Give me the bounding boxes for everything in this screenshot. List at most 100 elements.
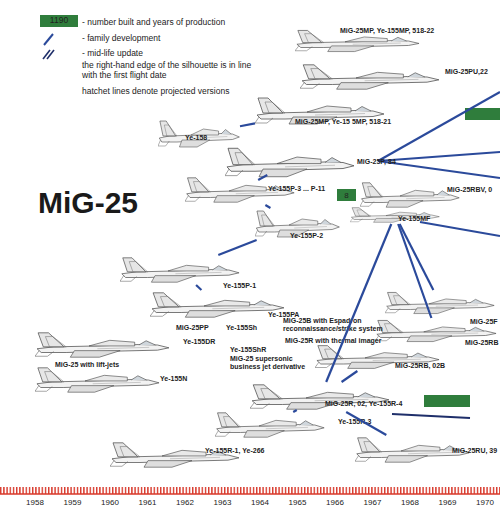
connector-group	[326, 224, 391, 382]
year-label: 1967	[358, 498, 388, 507]
variant-label: Ye-155N	[160, 375, 187, 382]
aircraft-silhouette	[355, 438, 469, 462]
year-label: 1970	[470, 498, 500, 507]
aircraft-silhouette	[225, 145, 355, 180]
variant-label: MiG-25RB, 02B	[395, 362, 445, 369]
aircraft-node: Ye-155P-3 ... P-11	[185, 175, 295, 205]
note-text: the right-hand edge of the silhouette is…	[82, 61, 264, 81]
year-label: 1958	[20, 498, 50, 507]
production-bar	[337, 189, 356, 201]
variant-label: MiG-25PU,22	[445, 68, 488, 75]
aircraft-node: MiG-25MP, Ye-155MP, 518-22	[295, 28, 420, 54]
development-line	[400, 224, 434, 290]
aircraft-node: MiG-25RB, 02B	[315, 343, 440, 371]
aircraft-silhouette	[150, 293, 284, 317]
aircraft-silhouette	[150, 290, 285, 320]
aircraft-silhouette	[360, 180, 460, 210]
aircraft-silhouette	[300, 65, 439, 89]
development-line	[196, 285, 201, 290]
aircraft-silhouette	[35, 365, 160, 395]
project-label: MiG-25B with Espadron reconnaissance/str…	[283, 317, 395, 333]
variant-label: MiG-25MP, Ye-15 5MP, 518-21	[295, 118, 391, 125]
project-label: MiG-25R with thermal imager	[285, 337, 381, 345]
connector-group	[265, 205, 270, 208]
variant-label: Ye-155MF	[398, 215, 430, 222]
connector-group	[342, 371, 358, 382]
aircraft-silhouette	[110, 440, 240, 470]
development-line	[293, 410, 297, 412]
connector-group	[398, 224, 431, 318]
connector-group	[293, 410, 297, 412]
year-label: 1963	[208, 498, 238, 507]
aircraft-silhouette	[350, 208, 439, 223]
variant-label: Ye-155P-3 ... P-11	[268, 185, 325, 192]
variant-label: MiG-25F	[470, 318, 498, 325]
aircraft-node: MiG-25RBV, 0	[360, 180, 460, 210]
variant-label: Ye-155DR	[183, 338, 215, 345]
aircraft-node: Ye-155P-2	[255, 208, 340, 240]
year-label: 1965	[283, 498, 313, 507]
aircraft-silhouette	[250, 382, 390, 412]
count-number: 8	[337, 191, 356, 200]
project-label: MiG-25 with lift-jets	[55, 361, 119, 369]
year-label: 1969	[433, 498, 463, 507]
year-label: 1964	[245, 498, 275, 507]
note-text: hatchet lines denote projected versions	[82, 87, 229, 97]
aircraft-silhouette	[215, 410, 325, 440]
connector-group	[258, 175, 267, 180]
aircraft-node: Ye-155DR	[35, 330, 170, 360]
development-line	[265, 205, 270, 208]
variant-label: Ye-155PA	[268, 311, 299, 318]
variant-label: Ye-158	[185, 134, 207, 141]
development-line	[342, 371, 358, 382]
variant-label: Ye-155P-2	[290, 232, 323, 239]
aircraft-node: Ye-155R-3	[215, 410, 325, 440]
connector-group	[196, 285, 201, 290]
aircraft-node: MiG-25P, 84	[225, 145, 355, 180]
aircraft-silhouette	[35, 330, 170, 360]
aircraft-node: Ye-155MF	[350, 206, 440, 224]
aircraft-node: MiG-25MP, Ye-15 5MP, 518-21	[255, 95, 385, 127]
aircraft-node: Ye-155PA	[150, 290, 285, 320]
development-line	[258, 175, 267, 180]
aircraft-silhouette	[110, 443, 239, 467]
development-line	[346, 412, 386, 435]
legend-text: - mid-life update	[82, 49, 143, 58]
variant-label: Ye-155R-1, Ye-266	[205, 447, 264, 454]
development-line	[378, 152, 500, 161]
variant-label: Ye-155P-1	[223, 282, 256, 289]
development-line	[420, 222, 500, 236]
aircraft-silhouette	[385, 290, 495, 316]
development-line	[378, 92, 500, 161]
aircraft-silhouette	[375, 320, 496, 341]
connector-group	[400, 224, 434, 290]
update-line	[392, 414, 470, 418]
legend-line-sample	[44, 34, 53, 45]
development-line	[240, 123, 255, 126]
aircraft-node: Ye-155N	[35, 365, 160, 395]
aircraft-silhouette	[225, 148, 354, 176]
aircraft-node: MiG-25RB	[375, 318, 497, 344]
aircraft-silhouette	[35, 368, 159, 392]
aircraft-node: Ye-155P-1	[120, 255, 240, 285]
time-ruler-base	[0, 493, 500, 495]
development-line	[326, 224, 391, 382]
variant-label: MiG-25RU, 39	[452, 447, 497, 454]
diagram-title: MiG-25	[38, 188, 138, 218]
development-line	[218, 240, 256, 255]
variant-label: MiG-25RBV, 0	[447, 186, 492, 193]
aircraft-silhouette	[35, 333, 169, 357]
aircraft-node: MiG-25F	[385, 290, 495, 316]
development-line	[378, 161, 500, 178]
development-line	[398, 224, 431, 318]
count-number: 1190	[40, 16, 78, 26]
aircraft-silhouette	[158, 121, 239, 147]
production-bar	[424, 395, 470, 407]
legend-text: - family development	[82, 34, 160, 43]
connector-group	[240, 123, 255, 126]
aircraft-node: Ye-155R-1, Ye-266	[110, 440, 240, 470]
connector-group	[346, 412, 386, 435]
year-label: 1966	[320, 498, 350, 507]
aircraft-silhouette	[120, 258, 239, 282]
